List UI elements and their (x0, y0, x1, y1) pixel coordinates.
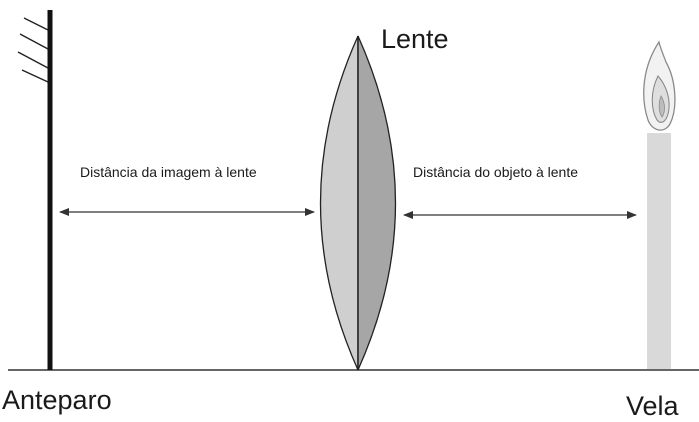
candle (643, 40, 676, 369)
image-distance-label: Distância da imagem à lente (80, 164, 257, 180)
candle-body (647, 133, 671, 369)
screen-hatch (19, 33, 49, 50)
screen-hatch (17, 51, 49, 69)
lens (319, 35, 397, 371)
object-distance-label: Distância do objeto à lente (413, 164, 578, 180)
screen-hatch (23, 17, 49, 31)
flame-icon (643, 40, 676, 131)
screen-hatch (21, 69, 49, 83)
screen (17, 10, 53, 370)
lens-right-half (357, 35, 397, 371)
screen-label: Anteparo (2, 385, 112, 415)
lens-label: Lente (381, 24, 449, 54)
lens-left-half (319, 35, 359, 371)
candle-label: Vela (626, 391, 679, 421)
